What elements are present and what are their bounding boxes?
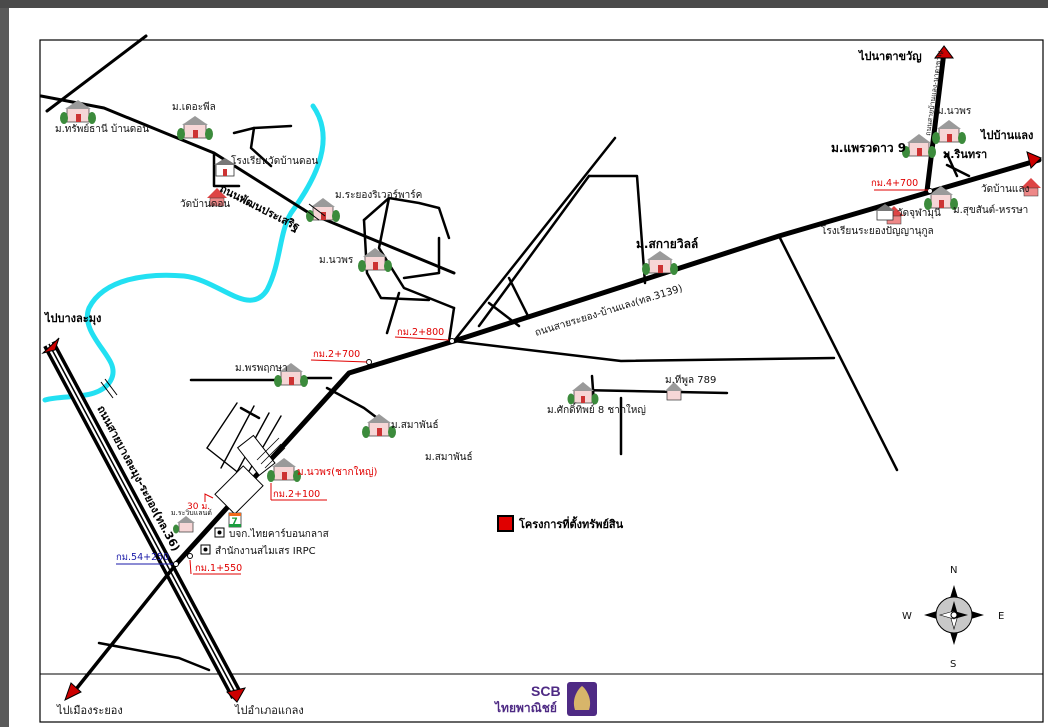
label-road-sukhumvit: ถนนสายบางละมุง-ระยอง(ทล.36) (93, 403, 182, 554)
secondary-roads (97, 124, 971, 672)
house-icon (358, 248, 392, 272)
school-icons (214, 158, 895, 221)
km-label-54-250: กม.54+250 (116, 552, 169, 563)
label-village-sakthip: ม.ศักดิ์ทิพย์ 8 ชากใหญ่ (547, 402, 646, 416)
map-frame (39, 39, 1044, 723)
label-village-phraeo-dao: ม.แพรวดาว 9 (831, 141, 906, 155)
km-label-1-550: กม.1+550 (195, 563, 242, 574)
hatched-block (236, 434, 276, 477)
arrow-mueang-rayong (64, 682, 82, 702)
compass-s: S (950, 659, 956, 670)
school-icon (875, 204, 895, 221)
label-distance-30m: 30 ม. (187, 502, 210, 512)
house-icon (924, 186, 958, 210)
house-icon (306, 198, 340, 222)
viewer-top-bar (0, 0, 1048, 8)
arrow-klaeng (226, 687, 246, 703)
scb-name-en: SCB (531, 683, 561, 699)
compass-n: N (950, 565, 957, 576)
label-village-chak-yai: ม.นวพร(ชากใหญ่) (297, 466, 378, 478)
label-village-sompan-2: ม.สมาพันธ์ (425, 451, 473, 463)
company-marker-dot (217, 530, 222, 535)
label-to-klaeng: ไปอำเภอแกลง (234, 704, 304, 717)
house-icon (274, 363, 308, 387)
highway-36 (43, 340, 243, 700)
office-marker-dot (203, 547, 208, 552)
map-canvas: 7 โครงการที่ตั้งทรัพย์สิน ม.ทรัพย์ธานี บ… (39, 34, 1044, 723)
house-icons (60, 100, 966, 534)
road-na-ta-khwan (924, 49, 947, 194)
bridge-marks (100, 203, 326, 399)
road-top-left (45, 34, 148, 113)
label-to-mueang-rayong: ไปเมืองระยอง (56, 704, 123, 717)
house-icon (362, 414, 396, 438)
road-phatthana-prasoet (39, 94, 456, 275)
arrow-ban-laeng (1026, 151, 1042, 169)
label-school-panyanukun: โรงเรียนระยองปัญญานุกูล (821, 224, 934, 237)
label-office-irpc: สำนักงานสไมเสร IRPC (215, 545, 316, 557)
house-icon (267, 458, 301, 482)
house-icon (642, 251, 678, 275)
school-icon (214, 158, 236, 177)
label-village-phrueksa: ม.พรพฤกษา (235, 363, 288, 374)
label-village-rin-thra: ม.รินทรา (943, 148, 987, 161)
km-label-2-100: กม.2+100 (273, 489, 320, 500)
label-wat-ban-laeng: วัดบ้านแลง (981, 183, 1029, 195)
house-icon (902, 134, 936, 158)
scb-logo: SCB ไทยพาณิชย์ (493, 682, 597, 716)
house-icon (932, 120, 966, 144)
house-icon (177, 116, 213, 140)
label-village-riverpark: ม.ระยองริเวอร์พาร์ค (335, 189, 422, 201)
label-village-small-left: ม.ระวิบแลนด์ (171, 509, 212, 517)
map-sheet: 7 โครงการที่ตั้งทรัพย์สิน ม.ทรัพย์ธานี บ… (9, 8, 1048, 727)
hatched-lines (256, 437, 286, 469)
compass-rose: N S W E (902, 565, 1004, 670)
label-village-nawaphon-2: ม.นวพร (937, 106, 972, 117)
label-wat-chuk-phai-mun: วัดจุฬามุนี (897, 207, 941, 219)
label-village-suksan: ม.สุขสันต์-หรรษา (953, 204, 1028, 216)
label-village-thiphun: ม.ทีพูล 789 (665, 374, 716, 386)
parcel-box (214, 465, 264, 515)
label-to-na-ta-khwan: ไปนาตาขวัญ (857, 49, 922, 63)
temple-icon (1021, 178, 1041, 197)
label-village-sakai-villa: ม.สกายวิลล์ (636, 237, 698, 251)
label-village-sap-thani: ม.ทรัพย์ธานี บ้านดอน (55, 123, 149, 135)
compass-e: E (998, 611, 1004, 622)
label-village-nawaphon-1: ม.นวพร (319, 255, 354, 266)
km-label-2-700: กม.2+700 (313, 349, 360, 360)
label-village-the-phil: ม.เดอะพีล (172, 101, 216, 113)
road-to-rayong (71, 561, 179, 695)
scb-name-th: ไทยพาณิชย์ (493, 700, 557, 715)
label-to-bang-lamung: ไปบางละมุง (43, 311, 101, 326)
arrow-bang-lamung (41, 337, 60, 354)
arrow-na-ta-khwan (934, 45, 954, 59)
seven-eleven-icon: 7 (228, 512, 242, 528)
label-wat-ban-don: วัดบ้านดอน (180, 198, 230, 210)
legend-property-marker (497, 515, 514, 532)
river (42, 103, 326, 403)
label-village-sompan-1: ม.สมาพันธ์ (391, 419, 439, 431)
seven-eleven-label: 7 (232, 517, 238, 527)
label-to-ban-laeng: ไปบ้านแลง (979, 128, 1033, 142)
compass-w: W (902, 611, 912, 622)
house-icon (60, 100, 96, 124)
house-icon (665, 382, 683, 401)
legend-property-label: โครงการที่ตั้งทรัพย์สิน (518, 516, 624, 531)
km-label-4-700: กม.4+700 (871, 178, 918, 189)
house-icon (567, 382, 599, 405)
km-marker-lines (116, 188, 933, 575)
label-company-thai-carbon: บจก.ไทยคาร์บอนกลาส (229, 528, 329, 540)
road-3139 (174, 157, 1042, 566)
label-school-wat-ban-don: โรงเรียนวัดบ้านดอน (231, 154, 319, 167)
km-label-2-800: กม.2+800 (397, 327, 444, 338)
house-icon (173, 516, 195, 534)
scb-emblem-shape (573, 686, 591, 710)
temple-icon (207, 188, 227, 207)
